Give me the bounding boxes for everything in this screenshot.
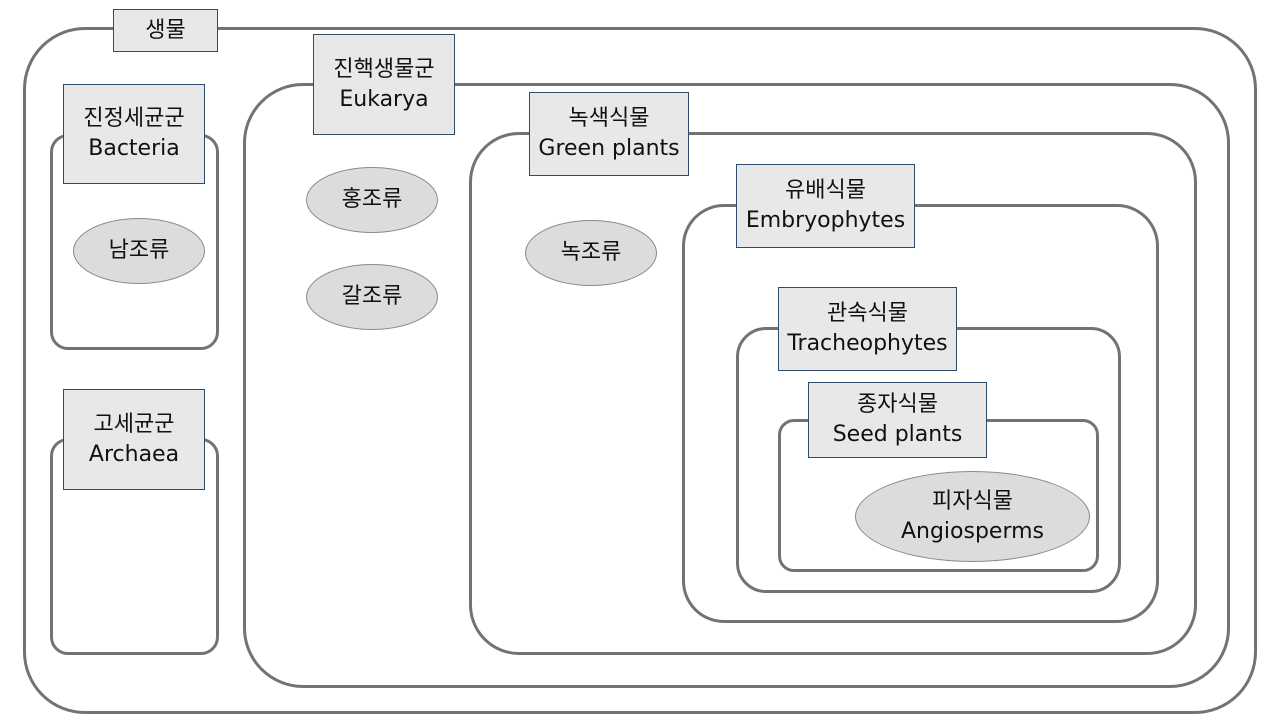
bacteria-label-en: Bacteria — [88, 136, 180, 161]
bacteria-label: 진정세균군 Bacteria — [63, 84, 205, 184]
archaea-label-en: Archaea — [88, 441, 180, 467]
embryophytes-label: 유배식물 Embryophytes — [736, 164, 915, 248]
green-algae-label: 녹조류 — [560, 240, 622, 265]
red-algae-label: 홍조류 — [341, 187, 403, 212]
seed-plants-label-en: Seed plants — [832, 422, 963, 447]
tracheophytes-label: 관속식물 Tracheophytes — [778, 287, 957, 371]
archaea-label: 고세균군 Archaea — [63, 389, 205, 490]
archaea-label-ko: 고세균군 — [93, 411, 175, 437]
brown-algae-oval: 갈조류 — [306, 264, 438, 330]
seed-plants-label: 종자식물 Seed plants — [808, 382, 987, 458]
angiosperms-label-en: Angiosperms — [900, 518, 1045, 544]
angiosperms-label-ko: 피자식물 — [932, 488, 1013, 514]
eukarya-label-ko: 진핵생물군 — [333, 56, 435, 82]
life-label-ko: 생물 — [145, 17, 186, 43]
green-plants-label-ko: 녹색식물 — [568, 106, 650, 131]
eukarya-label: 진핵생물군 Eukarya — [313, 34, 455, 135]
tracheophytes-label-en: Tracheophytes — [787, 331, 948, 356]
brown-algae-label: 갈조류 — [341, 284, 403, 309]
cyanobacteria-oval: 남조류 — [73, 218, 205, 284]
eukarya-label-en: Eukarya — [339, 86, 429, 112]
embryophytes-label-ko: 유배식물 — [785, 178, 866, 203]
green-plants-label: 녹색식물 Green plants — [529, 92, 689, 176]
bacteria-label-ko: 진정세균군 — [83, 106, 185, 131]
green-algae-oval: 녹조류 — [525, 220, 657, 286]
angiosperms-oval: 피자식물 Angiosperms — [855, 471, 1090, 562]
life-label: 생물 — [113, 9, 218, 52]
red-algae-oval: 홍조류 — [306, 167, 438, 233]
embryophytes-label-en: Embryophytes — [745, 208, 906, 233]
cyanobacteria-label: 남조류 — [108, 238, 170, 263]
seed-plants-label-ko: 종자식물 — [857, 392, 938, 417]
tracheophytes-label-ko: 관속식물 — [827, 301, 908, 326]
green-plants-label-en: Green plants — [538, 136, 680, 161]
